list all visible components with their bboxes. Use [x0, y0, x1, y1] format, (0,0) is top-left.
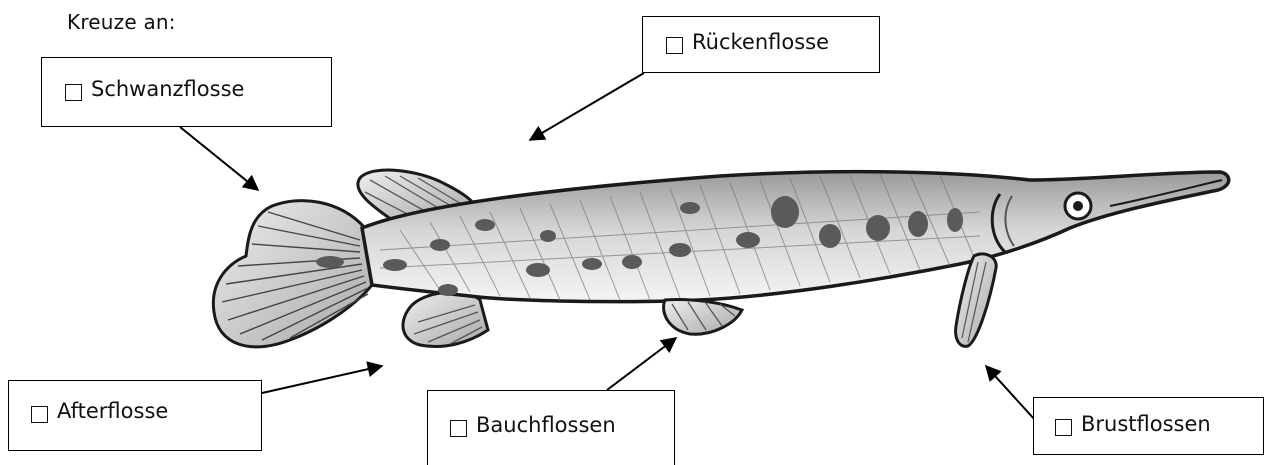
checkbox-afterflosse[interactable] [31, 406, 48, 423]
label-afterflosse: Afterflosse [57, 399, 168, 423]
arrow-rueckenflosse [530, 73, 644, 140]
arrow-bauchflossen [607, 338, 676, 390]
label-box-bauchflossen: Bauchflossen [427, 390, 675, 465]
checkbox-bauchflossen[interactable] [450, 420, 467, 437]
checkbox-schwanzflosse[interactable] [65, 84, 82, 101]
label-rueckenflosse: Rückenflosse [692, 30, 829, 54]
tail-fin [213, 201, 372, 347]
label-box-schwanzflosse: Schwanzflosse [41, 57, 332, 127]
arrow-brustflossen [986, 366, 1035, 420]
pelvic-fin [664, 299, 742, 334]
checkbox-rueckenflosse[interactable] [666, 37, 683, 54]
label-box-afterflosse: Afterflosse [8, 380, 262, 451]
arrow-afterflosse [262, 366, 382, 393]
pectoral-fin [956, 254, 997, 346]
checkbox-brustflossen[interactable] [1055, 419, 1072, 436]
label-brustflossen: Brustflossen [1081, 412, 1211, 436]
label-schwanzflosse: Schwanzflosse [91, 77, 244, 101]
label-box-brustflossen: Brustflossen [1033, 397, 1264, 455]
label-box-rueckenflosse: Rückenflosse [642, 16, 880, 73]
anal-fin [403, 292, 488, 346]
label-bauchflossen: Bauchflossen [476, 413, 616, 437]
eye-icon [1065, 193, 1091, 219]
gar-fish-icon [213, 170, 1228, 347]
arrow-schwanzflosse [180, 127, 258, 190]
